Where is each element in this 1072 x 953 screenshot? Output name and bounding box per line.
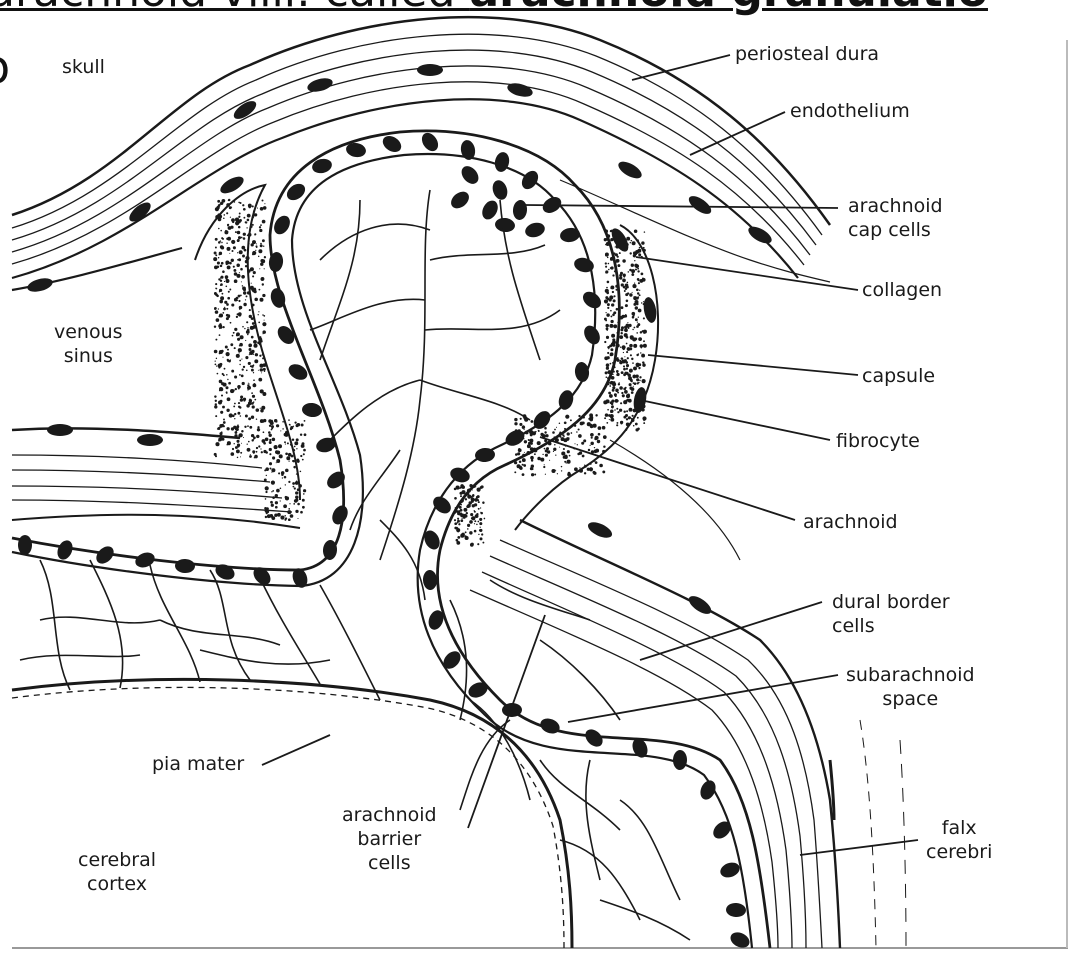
label-arachnoid-barrier-cells: arachnoid barrier cells xyxy=(342,803,437,875)
label-arachnoid-cap-cells: arachnoid cap cells xyxy=(848,194,943,242)
label-periosteal-dura: periosteal dura xyxy=(735,42,879,66)
label-cerebral-cortex: cerebral cortex xyxy=(78,848,156,896)
label-venous-sinus: venous sinus xyxy=(54,320,123,368)
label-collagen: collagen xyxy=(862,278,942,302)
page-heading: arachnoid villi: called arachnoid granul… xyxy=(0,0,988,17)
heading-term: arachnoid granulatio xyxy=(469,0,988,17)
label-dural-border-cells: dural border cells xyxy=(832,590,950,638)
label-arachnoid: arachnoid xyxy=(803,510,898,534)
label-fibrocyte: fibrocyte xyxy=(836,429,920,453)
side-mark: o xyxy=(0,40,10,94)
label-subarachnoid-space: subarachnoid space xyxy=(846,663,975,711)
label-endothelium: endothelium xyxy=(790,99,910,123)
label-falx-cerebri: falx cerebri xyxy=(926,816,992,864)
label-skull: skull xyxy=(62,55,105,79)
label-capsule: capsule xyxy=(862,364,935,388)
label-pia-mater: pia mater xyxy=(152,752,244,776)
heading-prefix: arachnoid villi: called xyxy=(0,0,469,17)
